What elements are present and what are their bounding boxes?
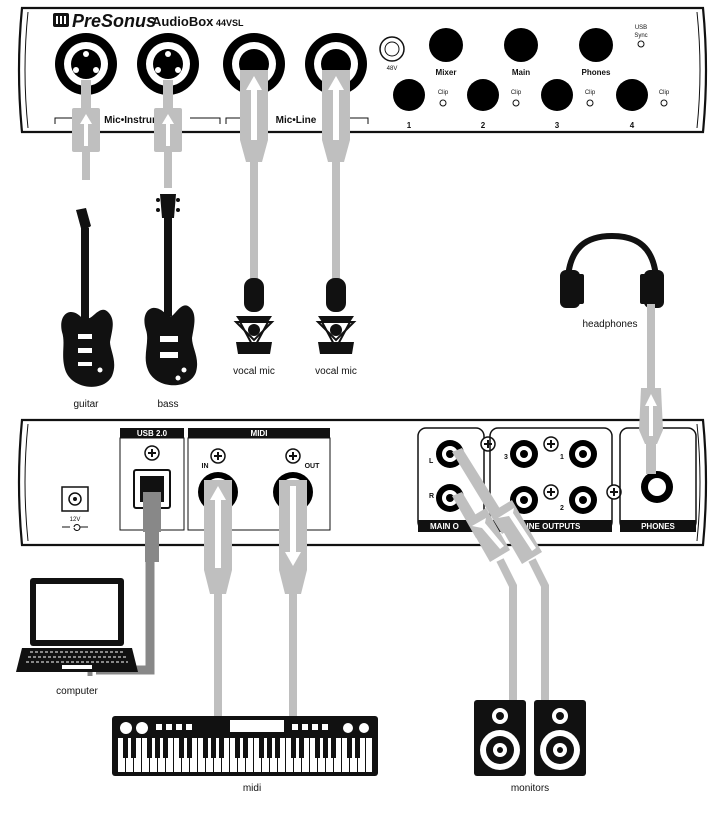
usb-sync-label-1: USB — [635, 25, 647, 31]
clip-led-3-icon — [586, 99, 594, 107]
usb-sync-label-2: Sync — [634, 33, 647, 39]
vocal-mic-2-icon — [315, 278, 357, 354]
guitar-icon — [61, 208, 115, 387]
midi-header-bar — [188, 428, 330, 438]
section-instrument-label: Mic•Instrument — [104, 115, 177, 126]
main-out-header: MAIN O — [430, 522, 459, 531]
gain-knob-3[interactable] — [541, 79, 573, 111]
input-cable-bass — [154, 80, 182, 188]
input-cable-vocal-mic-1 — [240, 70, 268, 282]
main-label: Main — [512, 68, 530, 77]
line-out-label-2: 2 — [560, 505, 564, 512]
guitar-label: guitar — [73, 399, 99, 410]
gain-knob-2[interactable] — [467, 79, 499, 111]
presonus-logo-icon — [53, 13, 69, 27]
clip-label-4: Clip — [659, 90, 670, 96]
phones-header: PHONES — [641, 522, 675, 531]
clip-led-1-icon — [439, 99, 447, 107]
main-knob[interactable] — [504, 28, 538, 62]
headphones-icon — [560, 232, 664, 308]
midi-out-label: OUT — [305, 463, 321, 470]
channel-number-3: 3 — [555, 121, 560, 130]
computer-label: computer — [56, 686, 98, 697]
line-outputs-header: LINE OUTPUTS — [522, 522, 581, 531]
power-input-icon — [61, 486, 89, 512]
channel-number-2: 2 — [481, 121, 486, 130]
midi-header: MIDI — [251, 429, 268, 438]
monitors-label: monitors — [511, 783, 549, 794]
clip-led-4-icon — [660, 99, 668, 107]
usb-header-bar — [120, 428, 184, 438]
phones-label: Phones — [582, 68, 611, 77]
headphones-cable — [639, 304, 663, 474]
midi-label: midi — [243, 783, 261, 794]
gain-knob-4[interactable] — [616, 79, 648, 111]
mixer-knob[interactable] — [429, 28, 463, 62]
section-line-label: Mic•Line — [276, 115, 317, 126]
main-out-l-label: L — [429, 458, 434, 465]
midi-in-cable — [204, 480, 232, 718]
phantom-power-button[interactable] — [379, 36, 405, 62]
clip-label-1: Clip — [438, 90, 449, 96]
brand-name: PreSonus — [72, 11, 156, 31]
midi-keyboard-icon — [112, 716, 378, 776]
gain-knob-1[interactable] — [393, 79, 425, 111]
model-name: AudioBox — [152, 14, 214, 29]
vocal-mic-1-icon — [233, 278, 275, 354]
rear-panel: 12V USB 2.0 MIDI IN OUT MAIN O L — [17, 418, 708, 547]
combo-jack-2[interactable] — [137, 33, 199, 95]
main-out-r-label: R — [429, 493, 434, 500]
vocal-mic-1-label: vocal mic — [233, 366, 275, 377]
channel-number-1: 1 — [407, 121, 412, 130]
input-cable-vocal-mic-2 — [322, 70, 350, 282]
clip-label-2: Clip — [511, 90, 522, 96]
phantom-label: 48V — [387, 66, 398, 72]
model-suffix: 44VSL — [216, 18, 244, 28]
phones-header-bar — [620, 520, 696, 532]
laptop-icon — [16, 578, 138, 672]
channel-number-4: 4 — [630, 121, 635, 130]
bass-label: bass — [157, 399, 178, 410]
main-out-cable-r — [452, 492, 517, 702]
line-out-label-3: 3 — [504, 454, 508, 461]
mixer-label: Mixer — [436, 68, 457, 77]
usb-sync-led-icon — [637, 40, 645, 48]
input-cable-guitar — [72, 80, 100, 180]
clip-label-3: Clip — [585, 90, 596, 96]
clip-led-2-icon — [512, 99, 520, 107]
monitor-right-icon — [534, 700, 586, 776]
phones-knob[interactable] — [579, 28, 613, 62]
power-label: 12V — [70, 517, 81, 523]
headphones-label: headphones — [582, 319, 637, 330]
usb-header: USB 2.0 — [137, 429, 168, 438]
vocal-mic-2-label: vocal mic — [315, 366, 357, 377]
combo-jack-1[interactable] — [55, 33, 117, 95]
midi-out-cable — [279, 480, 307, 718]
bass-icon — [144, 194, 198, 386]
midi-in-label: IN — [202, 463, 209, 470]
main-out-cable-l — [452, 448, 549, 702]
front-panel: PreSonus AudioBox 44VSL Mic• — [17, 6, 708, 134]
monitor-left-icon — [474, 700, 526, 776]
line-out-label-1: 1 — [560, 454, 564, 461]
